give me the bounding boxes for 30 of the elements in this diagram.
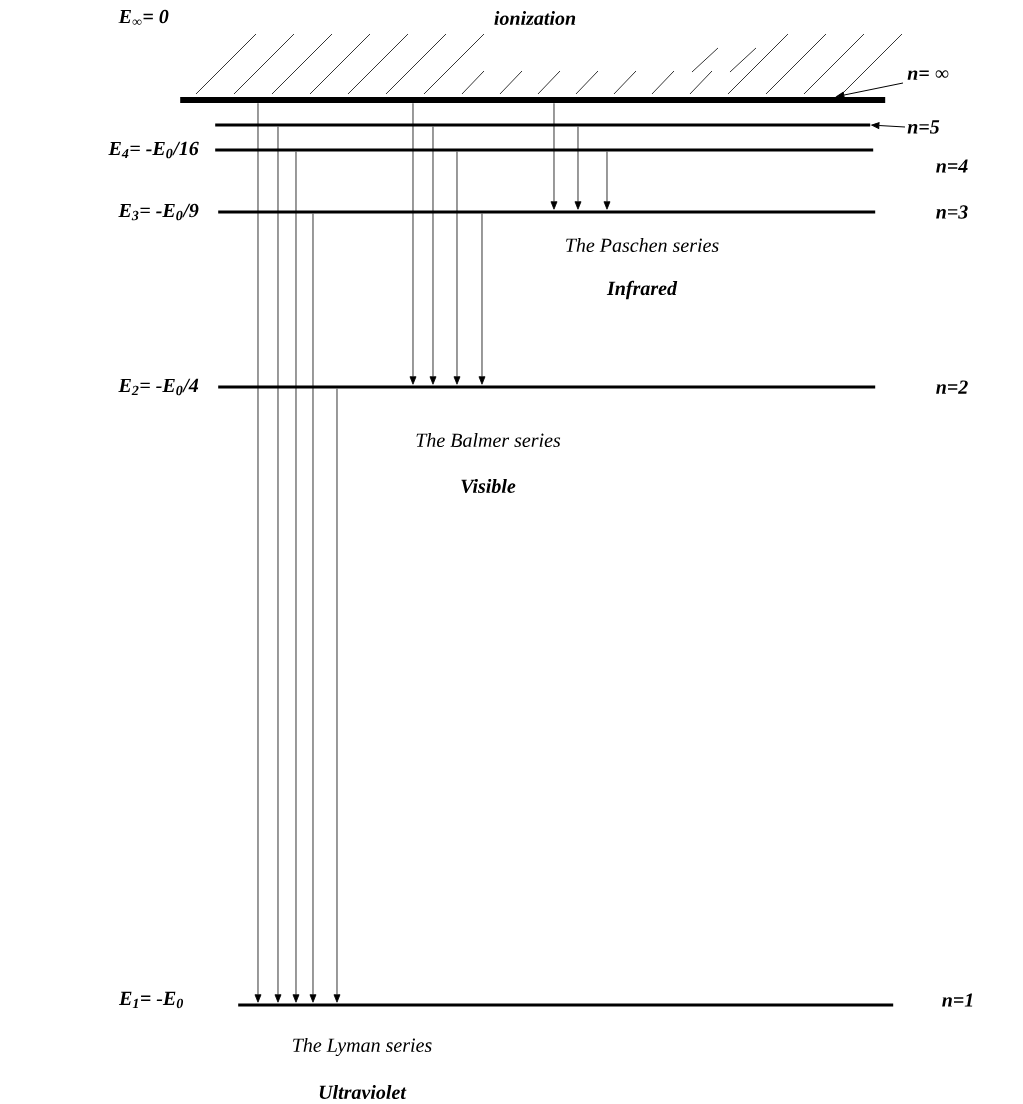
quantum-number-label: n= ∞ bbox=[907, 70, 949, 80]
spectrum-label: Ultraviolet bbox=[319, 1084, 407, 1100]
quantum-number-label: n=4 bbox=[936, 159, 968, 173]
arrow bbox=[478, 213, 486, 385]
spectrum-label: Infrared bbox=[606, 280, 678, 300]
arrow bbox=[574, 126, 582, 210]
leader-arrow bbox=[836, 82, 904, 99]
arrow bbox=[254, 102, 262, 1003]
arrow bbox=[309, 213, 317, 1003]
energy-label: E$_{3}$= -E$_{0}$/9 bbox=[118, 203, 199, 221]
energy-label: E$_{4}$= -E$_{0}$/16 bbox=[108, 141, 199, 159]
spectrum-label: Visible bbox=[461, 478, 516, 494]
quantum-number-label: n=3 bbox=[936, 205, 968, 219]
arrow bbox=[333, 388, 341, 1003]
quantum-number-label: n=2 bbox=[936, 380, 968, 394]
energy-label: E$_{∞}$= 0 bbox=[118, 9, 169, 25]
arrow bbox=[550, 102, 558, 210]
leader-arrow bbox=[871, 122, 906, 129]
arrow bbox=[603, 151, 611, 210]
energy-level-line bbox=[215, 148, 874, 152]
arrow bbox=[292, 151, 300, 1003]
energy-label: E$_{2}$= -E$_{0}$/4 bbox=[118, 378, 199, 396]
arrow bbox=[274, 126, 282, 1003]
arrow bbox=[409, 102, 417, 385]
quantum-number-label: n=1 bbox=[942, 993, 973, 1007]
arrow bbox=[429, 126, 437, 385]
quantum-number-label: n=5 bbox=[907, 120, 940, 134]
arrow bbox=[453, 151, 461, 385]
energy-label: E$_{1}$= -E$_{0}$ bbox=[118, 991, 184, 1009]
region-label: ionization bbox=[494, 10, 576, 26]
